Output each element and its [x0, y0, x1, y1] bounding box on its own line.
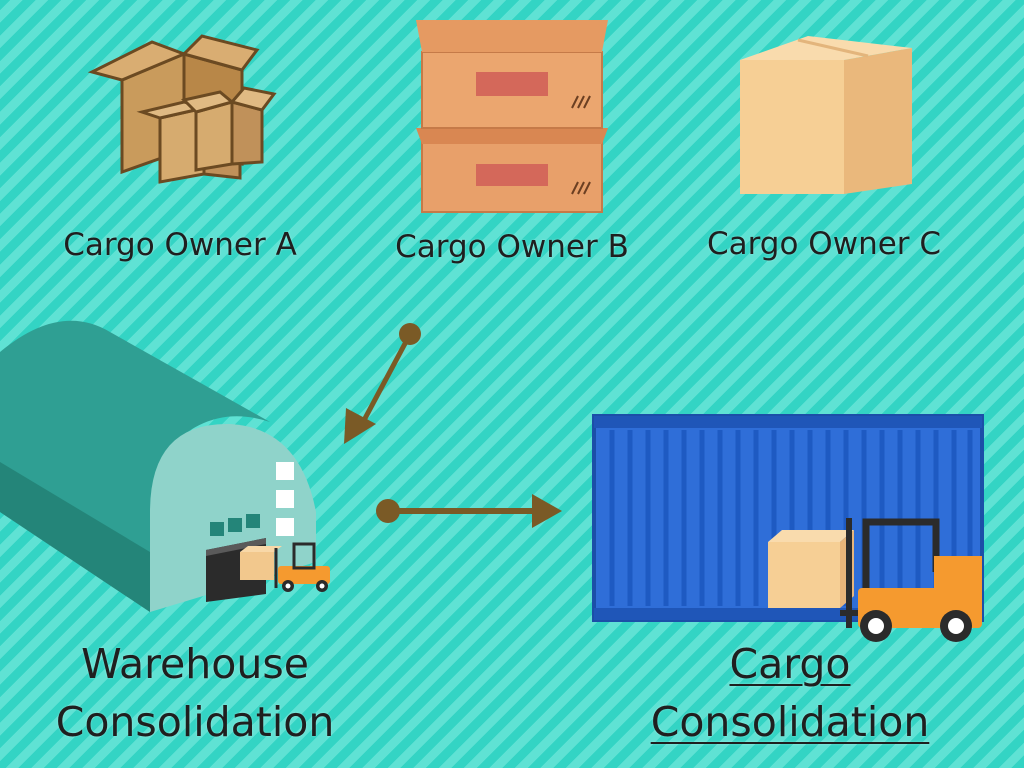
shipping-container-icon: [592, 414, 984, 642]
warehouse-consolidation-label: Warehouse Consolidation: [30, 635, 360, 751]
warehouse-icon: [0, 320, 330, 612]
cargo-owner-b-label: Cargo Owner B: [395, 229, 629, 265]
cargo-consolidation-label: Cargo Consolidation: [620, 635, 960, 751]
stacked-boxes-icon: [416, 20, 608, 213]
arrow-warehouse-to-container: [376, 494, 562, 528]
cargo-owner-c-label: Cargo Owner C: [706, 226, 942, 262]
container-label-line2: Consolidation: [650, 698, 930, 746]
cargo-owner-a-label: Cargo Owner A: [63, 227, 297, 263]
open-boxes-icon: [87, 34, 277, 184]
warehouse-label-line2: Consolidation: [55, 698, 335, 746]
container-label-line1: Cargo: [729, 640, 851, 688]
sealed-box-icon: [740, 36, 912, 194]
arrow-owners-to-warehouse: [344, 323, 421, 444]
warehouse-label-line1: Warehouse: [81, 640, 309, 688]
